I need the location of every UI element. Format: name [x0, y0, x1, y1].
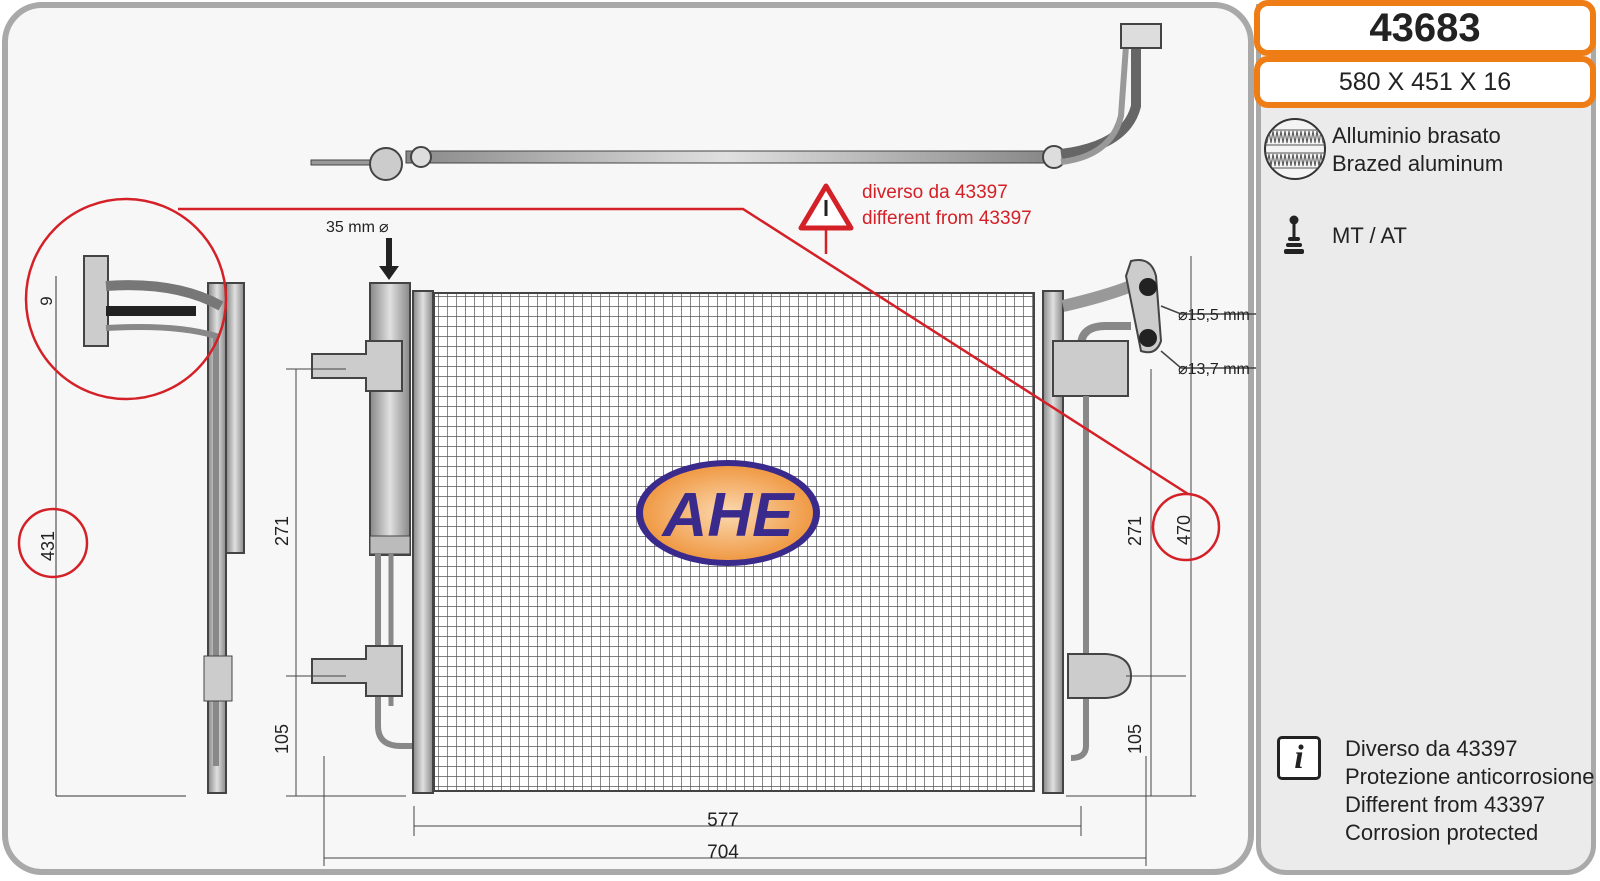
info-line: Different from 43397 [1345, 792, 1546, 817]
pipe-diameter-1: ⌀15,5 mm [1178, 307, 1250, 324]
pipe-diameter-2: ⌀13,7 mm [1178, 361, 1250, 378]
material-label: Alluminio brasato Brazed aluminum [1332, 122, 1503, 178]
product-code: 43683 [1254, 0, 1596, 56]
info-line: Corrosion protected [1345, 820, 1539, 845]
right-tank [1042, 290, 1064, 794]
detail-circle [24, 197, 228, 401]
dim-right-105: 105 [1125, 724, 1145, 754]
warning-text-en: different from 43397 [862, 208, 1032, 229]
receiver-dryer [311, 238, 412, 749]
diameter-icon: ⌀ [379, 219, 389, 236]
dim-core-width: 577 [707, 810, 739, 831]
dim-left-271: 271 [272, 516, 292, 546]
info-line: Protezione anticorrosione [1345, 764, 1595, 789]
material-it: Alluminio brasato [1332, 123, 1501, 148]
svg-text:AHE: AHE [661, 481, 796, 550]
dim-total-width: 704 [707, 842, 739, 863]
drawing-panel: 9 431 35 mm ⌀ ⌀15,5 mm ⌀13,7 mm 2 [2, 2, 1260, 875]
side-view [24, 197, 245, 797]
dryer-diameter-label: 35 mm [326, 219, 375, 236]
leader-line [178, 207, 1189, 496]
product-dimensions: 580 X 451 X 16 [1254, 56, 1596, 108]
transmission-label: MT / AT [1332, 223, 1407, 248]
dim-left-105: 105 [272, 724, 292, 754]
material-en: Brazed aluminum [1332, 151, 1504, 176]
dim-right-271: 271 [1125, 516, 1145, 546]
gear-shift-icon [1284, 215, 1304, 254]
dim-side-height: 431 [38, 531, 58, 561]
warning-text-it: diverso da 43397 [862, 182, 1008, 203]
info-notes: Diverso da 43397 Protezione anticorrosio… [1345, 735, 1594, 847]
warning-icon [798, 183, 854, 231]
left-tank [412, 290, 434, 794]
top-pipe-view [310, 23, 1162, 181]
brazed-core-icon [1264, 118, 1326, 180]
highlight-circle-431 [17, 507, 89, 579]
info-line: Diverso da 43397 [1345, 736, 1518, 761]
dimension-lines [286, 256, 1196, 866]
dim-side-offset: 9 [37, 296, 56, 305]
radiator-drawing: 9 431 35 mm ⌀ ⌀15,5 mm ⌀13,7 mm 2 [17, 23, 1260, 866]
dim-right-470: 470 [1174, 515, 1194, 545]
right-fittings [1052, 259, 1260, 761]
info-icon: i [1277, 736, 1321, 780]
ahe-logo: AHE [636, 460, 820, 566]
